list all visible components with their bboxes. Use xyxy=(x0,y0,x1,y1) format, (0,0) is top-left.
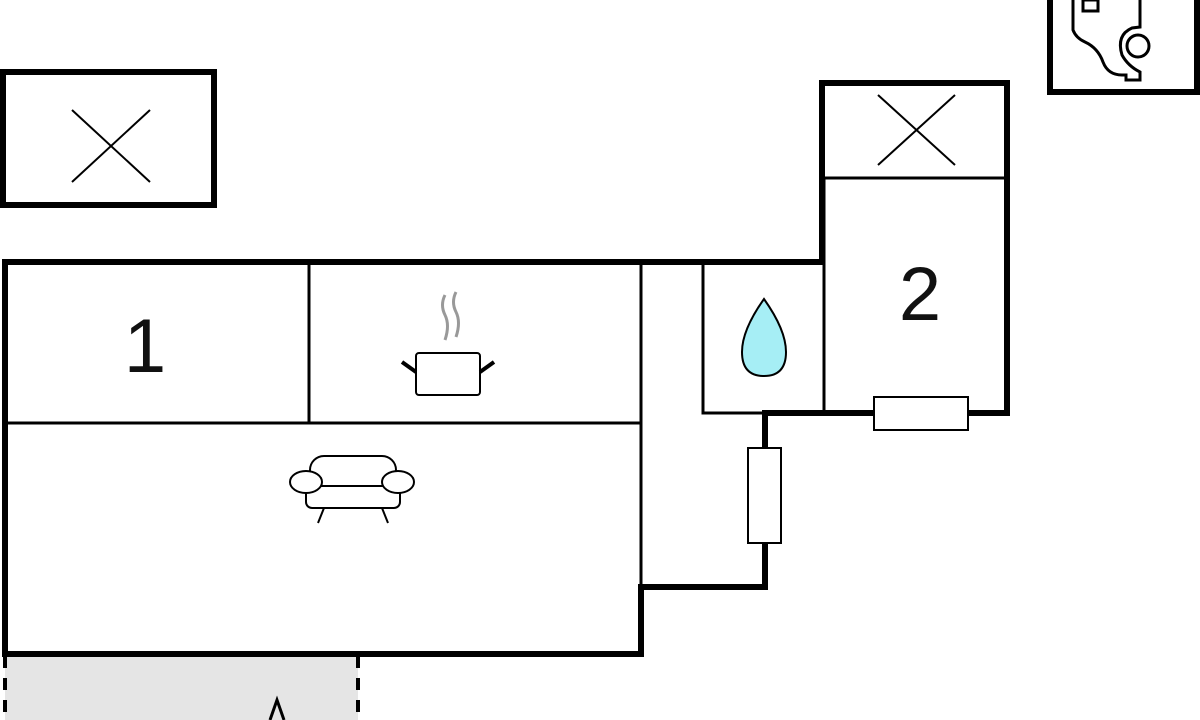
window-box-x-icon xyxy=(0,69,217,208)
terrace-arrow-icon xyxy=(268,695,286,720)
sofa-icon xyxy=(289,455,415,524)
window-box-x-icon xyxy=(877,94,956,166)
door-icon xyxy=(747,447,782,544)
interior-walls xyxy=(5,176,1005,587)
water-drop-icon xyxy=(740,297,788,378)
room-label-1: 1 xyxy=(124,304,166,389)
terrace xyxy=(3,656,360,720)
door-icon xyxy=(873,396,969,431)
car-icon xyxy=(1047,0,1200,95)
room-label-2: 2 xyxy=(899,252,941,337)
cooking-pot-icon xyxy=(400,291,496,396)
